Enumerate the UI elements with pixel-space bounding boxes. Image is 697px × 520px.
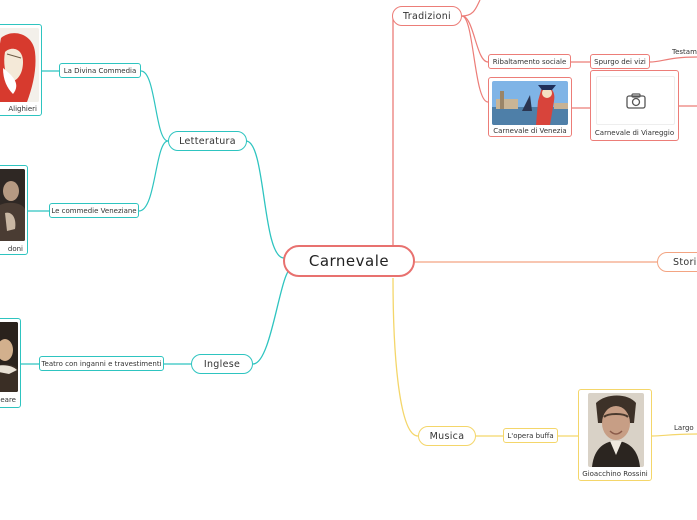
dante-caption: Alighieri: [8, 105, 37, 113]
edge-label-largo: Largo: [674, 424, 694, 432]
subnode-divina-commedia[interactable]: La Divina Commedia: [59, 63, 141, 78]
subnode-commedie-veneziane[interactable]: Le commedie Veneziane: [49, 203, 139, 218]
viareggio-placeholder: [596, 76, 675, 125]
branch-letteratura[interactable]: Letteratura: [168, 131, 247, 151]
image-card-viareggio[interactable]: Carnevale di Viareggio: [590, 70, 679, 141]
edge-label-testamento: Testam: [672, 48, 697, 56]
venezia-caption: Carnevale di Venezia: [493, 127, 567, 135]
image-card-shakespeare[interactable]: eare: [0, 318, 21, 408]
venezia-photo: [492, 81, 568, 125]
shakespeare-caption: eare: [0, 396, 16, 404]
viareggio-caption: Carnevale di Viareggio: [594, 129, 675, 137]
central-topic[interactable]: Carnevale: [283, 245, 415, 277]
dante-portrait: [0, 28, 39, 102]
goldoni-caption: doni: [7, 245, 23, 253]
rossini-caption: Gioacchino Rossini: [582, 470, 648, 478]
image-card-goldoni[interactable]: doni: [0, 165, 28, 255]
goldoni-portrait: [0, 169, 25, 241]
branch-inglese[interactable]: Inglese: [191, 354, 253, 374]
shakespeare-portrait: [0, 322, 18, 392]
subnode-teatro[interactable]: Teatro con inganni e travestimenti: [39, 356, 164, 371]
branch-musica[interactable]: Musica: [418, 426, 476, 446]
subnode-spurgo[interactable]: Spurgo dei vizi: [590, 54, 650, 69]
subnode-ribaltamento[interactable]: Ribaltamento sociale: [488, 54, 571, 69]
branch-storia[interactable]: Storia: [657, 252, 697, 272]
branch-tradizioni[interactable]: Tradizioni: [392, 6, 462, 26]
camera-icon: [625, 92, 646, 109]
subnode-opera-buffa[interactable]: L'opera buffa: [503, 428, 558, 443]
image-card-dante[interactable]: Alighieri: [0, 24, 42, 116]
image-card-rossini[interactable]: Gioacchino Rossini: [578, 389, 652, 481]
rossini-portrait: [588, 393, 644, 467]
image-card-venezia[interactable]: Carnevale di Venezia: [488, 77, 572, 137]
